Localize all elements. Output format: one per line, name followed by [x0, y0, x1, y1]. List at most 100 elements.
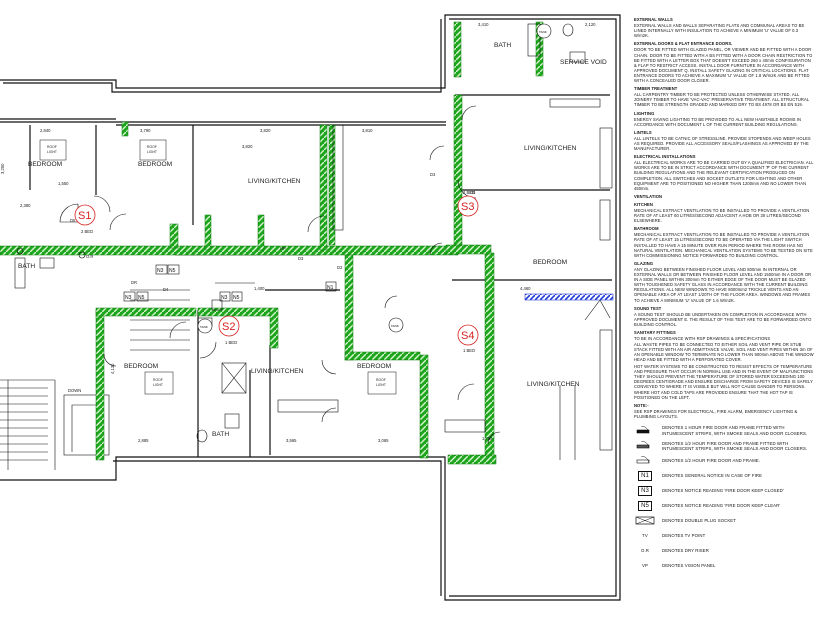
legend-text: DENOTES DRY RISER	[662, 548, 709, 554]
room-label: LIVING/KITCHEN	[524, 145, 577, 152]
note-heading: LINTELS	[634, 129, 652, 135]
room-label: BATH	[18, 263, 35, 270]
dimension: 1,785	[482, 436, 493, 441]
walls	[0, 14, 621, 601]
dimension: 2,120	[585, 22, 596, 27]
note-heading: NOTE:-	[634, 403, 649, 409]
room-label: BATH	[494, 42, 511, 49]
door-label: D3	[430, 172, 436, 177]
notice-n5: N5	[233, 295, 240, 301]
legend-text: DENOTES 1/2 HOUR FIRE DOOR AND FRAME FIT…	[662, 440, 808, 451]
sanitary-fixtures	[14, 23, 586, 443]
dimension: 3,820	[242, 144, 253, 149]
dimension: 1,550	[58, 181, 69, 186]
note-heading: SANITARY FITTINGS	[634, 329, 676, 335]
svg-text:ROOF: ROOF	[147, 145, 157, 149]
room-label: BEDROOM	[124, 363, 158, 370]
note-heading: KITCHEN	[634, 201, 653, 207]
legend-row: N5 DENOTES NOTICE READING 'FIRE DOOR KEEP…	[634, 500, 814, 511]
dimension: 2,380	[20, 203, 31, 208]
notice-n3: N3	[157, 268, 164, 274]
unit-tag: S1	[78, 210, 91, 222]
notice-box: N1	[638, 470, 652, 481]
unit-tag: S3	[461, 201, 474, 213]
svg-text:ROOF: ROOF	[47, 145, 57, 149]
roof-lights	[39, 139, 397, 395]
symbol-text: VP	[642, 563, 648, 569]
legend-symbol-icon: N5	[634, 500, 656, 511]
legend-symbol-icon	[634, 455, 656, 466]
legend-symbol-icon: N3	[634, 485, 656, 496]
up-label: UP	[280, 246, 286, 251]
room-label: BEDROOM	[357, 363, 391, 370]
legend-symbol-icon: N1	[634, 470, 656, 481]
legend: DENOTES 1 HOUR FIRE DOOR AND FRAME FITTE…	[634, 425, 814, 570]
door-label: D3	[298, 256, 304, 261]
legend-row: DENOTES DOUBLE PLUG SOCKET	[634, 516, 814, 526]
notice-n1: N1	[327, 285, 334, 291]
tank-label: TANK	[391, 324, 399, 328]
svg-text:LIGHT: LIGHT	[376, 383, 386, 387]
note-body: TO BE IN ACCORDANCE WITH RSP DRAWINGS & …	[634, 336, 771, 342]
note-heading: EXTERNAL WALLS	[634, 17, 673, 22]
notice-box: N5	[638, 500, 652, 511]
door-label: D5	[470, 190, 476, 195]
note-heading: SOUND TEST	[634, 305, 662, 311]
dry-riser-label: O.R	[86, 254, 93, 259]
dimension: 3,820	[260, 128, 271, 133]
legend-symbol-icon: TV	[634, 531, 656, 541]
tank-icon	[388, 317, 404, 333]
legend-row: N3 DENOTES NOTICE READING 'FIRE DOOR KEEP…	[634, 485, 814, 496]
room-label: LIVING/KITCHEN	[251, 368, 304, 375]
socket-icon	[635, 516, 655, 525]
note-body: EXTERNAL WALLS AND WALLS SEPARATING FLAT…	[634, 23, 805, 39]
note-heading: TIMBER TREATMENT	[634, 86, 678, 92]
dimension: 2,885	[138, 438, 149, 443]
legend-symbol-icon	[634, 425, 656, 436]
note-body: DOOR TO BE FITTED WITH GLAZED PANEL, OR …	[634, 47, 813, 84]
note-body: MECHANICAL EXTRACT VENTILATION TO BE INS…	[634, 208, 810, 224]
note-body: SEE RSP DRAWINGS FOR ELECTRICAL, FIRE AL…	[634, 409, 798, 420]
dimension: 4,130	[110, 363, 115, 374]
dimension: 3,410	[478, 22, 489, 27]
symbol-text: O.R	[641, 548, 649, 554]
fire-door-icon	[636, 425, 650, 433]
note-heading: BATHROOM	[634, 226, 659, 232]
glazed-panel	[524, 293, 614, 301]
dimension: 1,400	[254, 286, 265, 291]
room-label: BEDROOM	[533, 259, 567, 266]
tank-label: TANK	[200, 325, 208, 329]
unit-sub: 2 BED	[81, 229, 93, 234]
legend-symbol-icon: O.R	[634, 546, 656, 556]
note-heading: EXTERNAL DOORS & FLAT ENTRANCE DOORS.	[634, 41, 733, 47]
legend-text: DENOTES GENERAL NOTICE IN CASE OF FIRE	[662, 473, 763, 479]
note-body: HOT WATER SYSTEMS TO BE CONSTRUCTED TO R…	[634, 363, 814, 389]
legend-text: DENOTES TV POINT	[662, 533, 706, 539]
room-label: BEDROOM	[28, 161, 62, 168]
tank-icon	[536, 23, 552, 39]
legend-text: DENOTES 1/2 HOUR FIRE DOOR AND FRAME.	[662, 458, 761, 464]
tanks: TANK TANK TANK	[197, 23, 552, 334]
notice-n5: N5	[138, 295, 145, 301]
room-label: BATH	[212, 431, 229, 438]
dimension: 3,790	[140, 128, 151, 133]
svg-text:LIGHT: LIGHT	[153, 383, 163, 387]
legend-text: DENOTES NOTICE READING 'FIRE DOOR KEEP C…	[662, 503, 781, 509]
unit-sub: 1 BED	[225, 340, 237, 345]
down-label: DOWN	[68, 388, 81, 393]
legend-row: O.R DENOTES DRY RISER	[634, 546, 814, 556]
note-body: WHERE HOT AND COLD TAPS ARE PROVIDED ENS…	[634, 390, 793, 401]
dimension: 3,250	[0, 163, 5, 174]
notice-n3: N3	[125, 295, 132, 301]
dimension: 4,460	[520, 286, 531, 291]
note-body: ALL ELECTRICAL WORKS ARE TO BE CARRIED O…	[634, 160, 814, 191]
legend-text: DENOTES NOTICE READING 'FIRE DOOR KEEP C…	[662, 488, 784, 494]
dry-riser-label: DR	[131, 280, 137, 285]
legend-symbol-icon: VP	[634, 561, 656, 571]
note-body: ENERGY SAVING LIGHTING TO BE PROVIDED TO…	[634, 116, 802, 127]
legend-symbol-icon	[634, 516, 656, 526]
note-body: ALL LINTELS TO BE CATNIC OF STRESSLINE. …	[634, 135, 811, 152]
svg-text:LIGHT: LIGHT	[147, 150, 157, 154]
